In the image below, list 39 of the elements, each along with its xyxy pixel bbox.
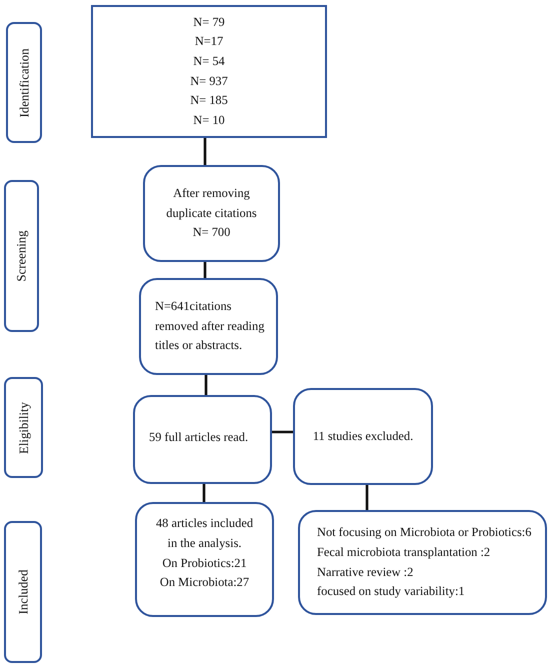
box-text: N=17	[194, 33, 224, 50]
box-text: On Microbiota:27	[160, 574, 250, 592]
connector-line	[204, 138, 206, 165]
box-text: N= 10	[193, 112, 225, 129]
box-text: 59 full articles read.	[149, 428, 248, 446]
process-box	[133, 395, 272, 484]
box-text: N=641citations removed after reading titles or abstracts.	[155, 298, 266, 354]
phase-label: Screening	[14, 230, 30, 282]
box-text: 11 studies excluded.	[312, 428, 414, 445]
connector-line	[366, 485, 368, 510]
box-text: focused on study variability:1	[317, 583, 465, 600]
phase-label: Eligibility	[16, 402, 32, 454]
box-text: After removing duplicate citations	[165, 185, 258, 222]
phase-label-box	[6, 22, 42, 143]
box-text: On Probiotics:21	[162, 554, 247, 572]
process-box	[139, 278, 278, 375]
records-box	[91, 5, 327, 138]
phase-label-box	[4, 377, 43, 478]
box-text: Narrative review :2	[317, 564, 414, 580]
box-text: N= 79	[193, 14, 225, 31]
box-text: Fecal microbiota transplantation :2	[317, 544, 490, 561]
box-text: N= 937	[190, 72, 228, 90]
connector-line	[272, 430, 293, 434]
connector-line	[204, 375, 208, 395]
box-text: N= 185	[190, 92, 228, 110]
phase-label: Included	[15, 570, 31, 614]
process-box	[298, 510, 547, 615]
phase-label-box	[4, 180, 39, 332]
process-box	[135, 502, 274, 617]
phase-label: Identification	[16, 48, 32, 117]
box-text: 48 articles included in the analysis.	[154, 515, 254, 552]
process-box	[143, 165, 280, 262]
connector-line	[204, 262, 206, 278]
connector-line	[202, 484, 206, 502]
process-box	[293, 388, 433, 485]
box-text: Not focusing on Microbiota or Probiotics:6	[317, 524, 532, 542]
box-text: N= 54	[193, 52, 225, 70]
box-text: N= 700	[192, 224, 230, 242]
phase-label-box	[4, 521, 42, 663]
